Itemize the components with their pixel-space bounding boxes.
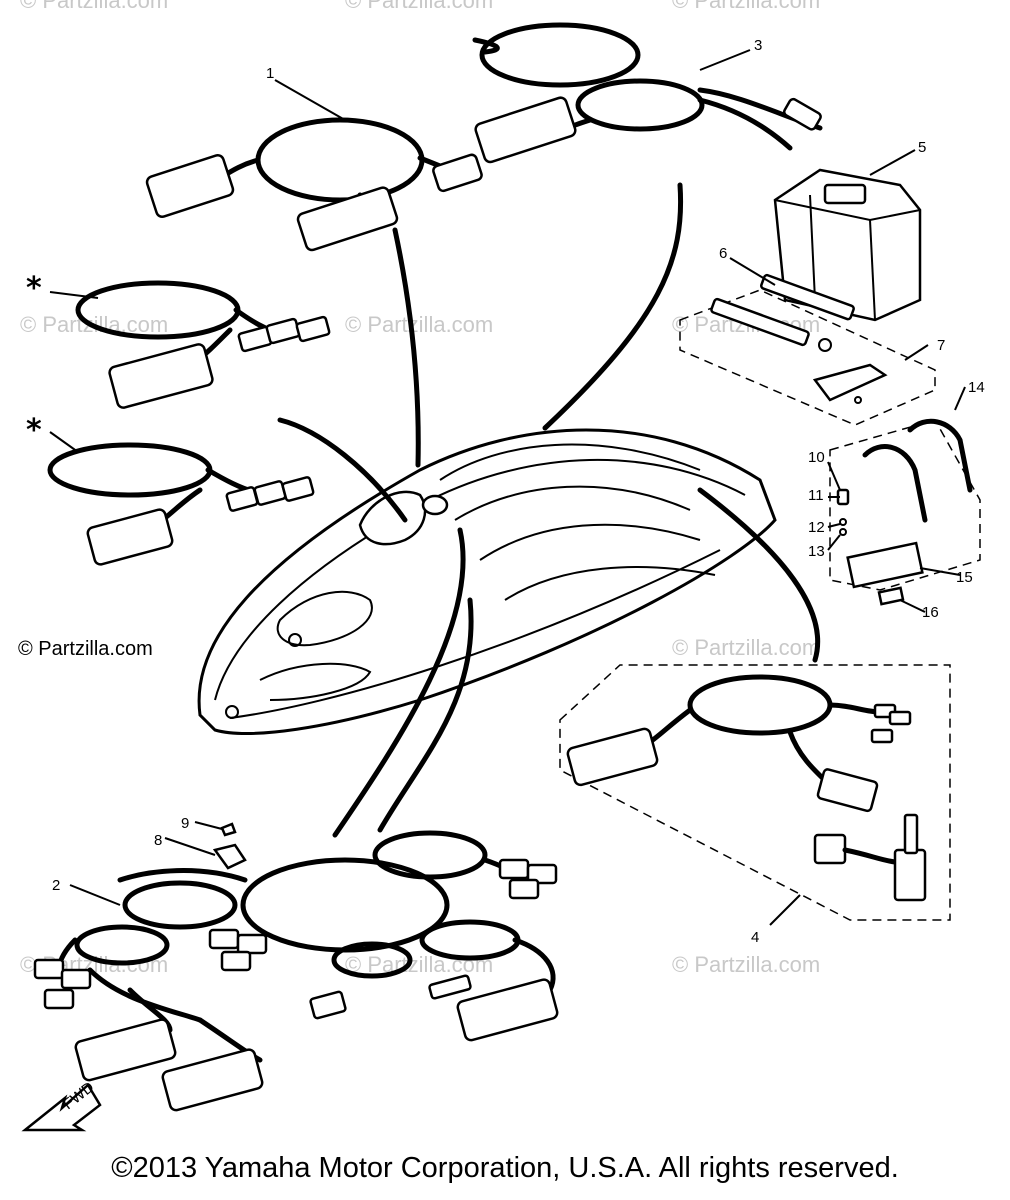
callout-6: 6 (719, 245, 727, 262)
part-3-harness (472, 22, 823, 431)
callout-1: 1 (266, 65, 274, 82)
asterisk-marker: * (26, 271, 42, 306)
leader-lines (49, 49, 966, 926)
fwd-arrow: FWD (21, 1079, 102, 1132)
callout-3: 3 (754, 37, 762, 54)
callout-15: 15 (956, 569, 973, 586)
copyright-notice: ©2013 Yamaha Motor Corporation, U.S.A. A… (111, 1152, 899, 1184)
part-5-battery (773, 168, 922, 322)
asterisk-marker: * (26, 413, 42, 448)
callout-12: 12 (808, 519, 825, 536)
boat-hull (197, 428, 777, 735)
part-1-harness (145, 117, 483, 468)
callout-5: 5 (918, 139, 926, 156)
site-credit: © Partzilla.com (18, 638, 153, 660)
callout-10: 10 (808, 449, 825, 466)
battery-bracket-group (679, 273, 936, 426)
watermark-text: © Partzilla.com (345, 0, 493, 13)
callout-8: 8 (154, 832, 162, 849)
callout-7: 7 (937, 337, 945, 354)
callout-numbers: 1 2 3 4 5 6 7 8 9 10 11 12 13 14 15 16 *… (26, 37, 985, 946)
fuse-box-group (829, 418, 981, 606)
watermark-text: © Partzilla.com (672, 952, 820, 977)
watermark-text: © Partzilla.com (672, 635, 820, 660)
part-4-harness (559, 487, 951, 921)
alternate-harness-b (47, 417, 408, 566)
callout-9: 9 (181, 815, 189, 832)
watermark-text: © Partzilla.com (672, 0, 820, 13)
callout-14: 14 (968, 379, 985, 396)
callout-4: 4 (751, 929, 759, 946)
callout-2: 2 (52, 877, 60, 894)
callout-13: 13 (808, 543, 825, 560)
alternate-harness-a (75, 280, 331, 409)
watermark-text: © Partzilla.com (20, 0, 168, 13)
part-2-harness (33, 527, 559, 1112)
callout-16: 16 (922, 604, 939, 621)
watermark-text: © Partzilla.com (345, 312, 493, 337)
callout-11: 11 (808, 487, 824, 504)
